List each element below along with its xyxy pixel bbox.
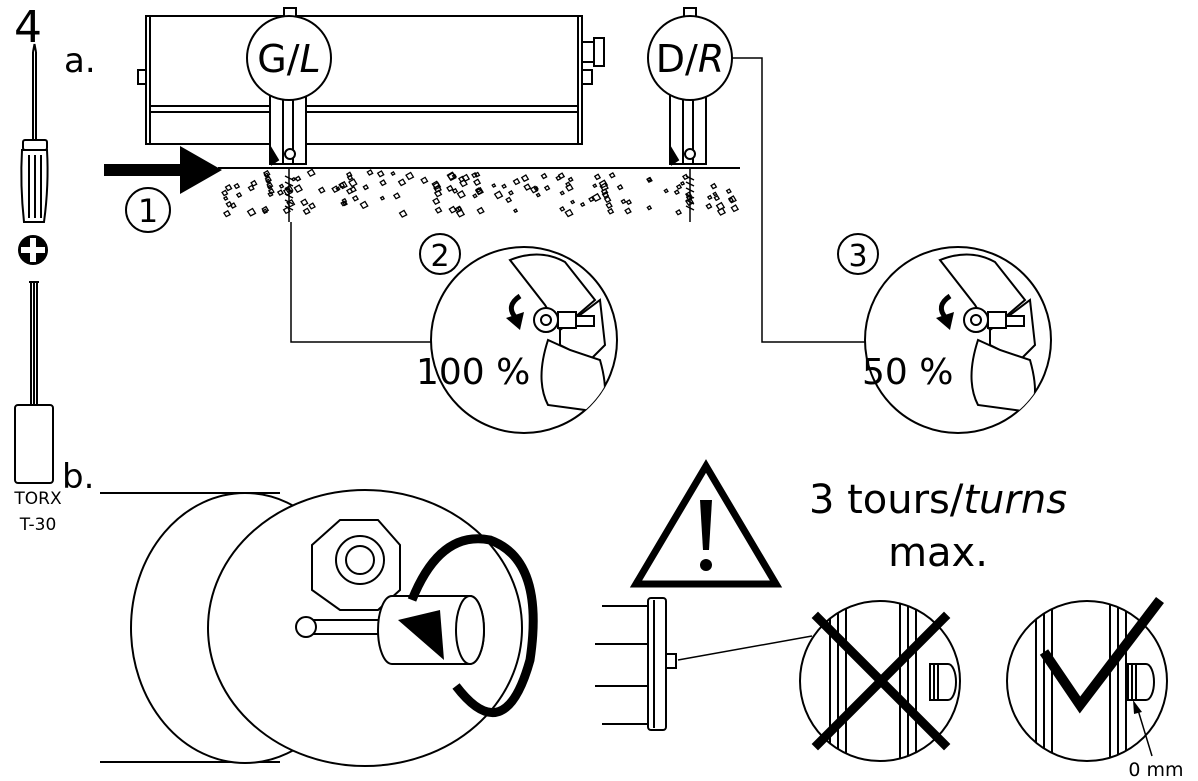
step-number: 4 [14, 2, 42, 53]
step-two-number: 2 [430, 239, 449, 274]
torque-full-label: 100 % [416, 352, 530, 393]
max-turns-label: 3 tours/turns [809, 477, 1067, 523]
left-side-label: G/L [257, 37, 320, 81]
fixture-body [137, 15, 605, 145]
max-turns-max: max. [888, 530, 988, 576]
step-three-number: 3 [848, 239, 867, 274]
left-side-bubble [246, 15, 332, 101]
screwdriver-icon [20, 43, 49, 223]
warning-icon [629, 459, 783, 588]
gap-pointer [1137, 709, 1153, 757]
bracket-right [669, 91, 707, 166]
phillips-icon [18, 235, 48, 265]
screw-right [685, 168, 695, 222]
step-one-number: 1 [138, 192, 158, 230]
detail-correct [1006, 596, 1168, 762]
part-a-label: a. [64, 41, 96, 81]
step-three-circle [837, 233, 879, 275]
leader-left [290, 222, 432, 343]
tool-name: TORX [13, 489, 62, 509]
step-two-circle [419, 233, 461, 275]
right-side-label: D/R [656, 37, 724, 81]
step-one-circle [125, 187, 171, 233]
gap-label: 0 mm [1128, 759, 1183, 781]
fixture-end-view [100, 489, 523, 767]
detail-wrong [799, 600, 961, 762]
detail-full-tighten [430, 246, 618, 434]
part-b-label: b. [62, 457, 94, 497]
push-arrow [104, 146, 222, 194]
side-view [595, 597, 677, 731]
side-view-leader [677, 635, 813, 661]
screw-left [284, 168, 294, 222]
bracket-left [269, 91, 307, 166]
rotate-direction-icon [398, 534, 538, 718]
wrong-cross-icon [811, 611, 951, 751]
leader-right [732, 57, 866, 343]
torx-bit-icon [14, 281, 54, 484]
torque-half-label: 50 % [862, 352, 953, 393]
correct-check-icon [1039, 596, 1164, 714]
tool-size: T-30 [19, 515, 57, 535]
mounting-surface [218, 167, 740, 218]
detail-half-tighten [864, 246, 1052, 434]
